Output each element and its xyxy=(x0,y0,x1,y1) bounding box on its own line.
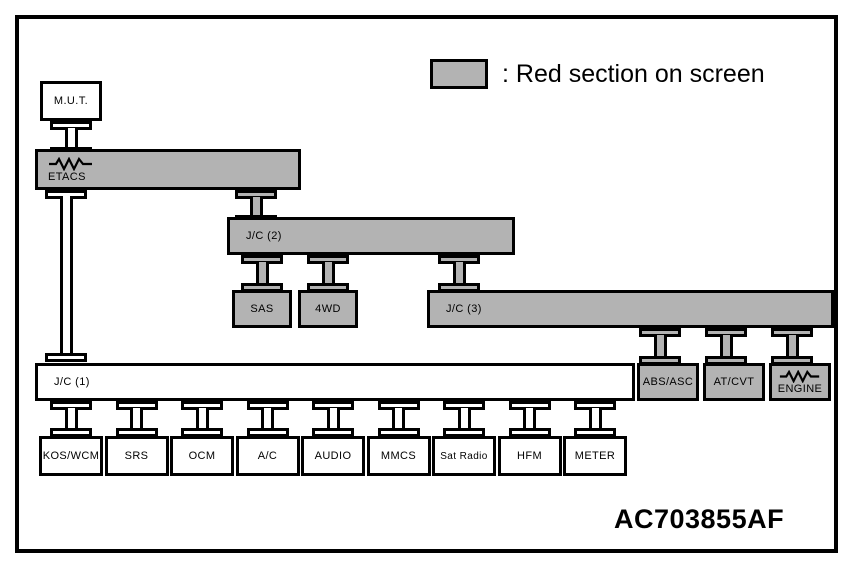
module-label: MMCS xyxy=(380,450,417,462)
module-label: A/C xyxy=(257,450,278,462)
node-etacs-label: ETACS xyxy=(48,170,86,183)
node-module-meter[interactable]: METER xyxy=(563,436,627,476)
connector-jc1-module xyxy=(181,401,223,437)
connector-jc1-module xyxy=(574,401,616,437)
vertical-bus-etacs-jc1 xyxy=(59,196,73,359)
connector-jc1-module xyxy=(115,401,158,437)
node-jc1[interactable]: J/C (1) xyxy=(35,363,635,401)
connector-etacs-vbus-bottom xyxy=(45,353,87,371)
connector-jc2-sas xyxy=(241,255,283,293)
node-jc3[interactable]: J/C (3) xyxy=(427,290,834,328)
module-label: SRS xyxy=(124,450,149,462)
node-module-srs[interactable]: SRS xyxy=(104,436,169,476)
diagram-frame: : Red section on screen M.U.T. ETACS xyxy=(15,15,838,553)
connector-jc1-module xyxy=(50,401,92,437)
node-engine[interactable]: ENGINE xyxy=(769,363,831,401)
connector-jc2-4wd xyxy=(307,255,349,293)
node-engine-label: ENGINE xyxy=(777,382,823,395)
legend-label: : Red section on screen xyxy=(502,59,765,88)
connector-jc1-module xyxy=(246,401,289,437)
connector-jc3-atcvt xyxy=(705,328,747,366)
node-sas[interactable]: SAS xyxy=(232,290,292,328)
node-jc2[interactable]: J/C (2) xyxy=(227,217,515,255)
connector-jc1-module xyxy=(508,401,551,437)
module-label: AUDIO xyxy=(314,450,352,462)
connector-jc1-module xyxy=(377,401,420,437)
node-abs-asc[interactable]: ABS/ASC xyxy=(637,363,699,401)
resistor-icon xyxy=(48,156,94,171)
node-module-sat-radio[interactable]: Sat Radio xyxy=(432,436,496,476)
node-module-mmcs[interactable]: MMCS xyxy=(366,436,431,476)
module-label: METER xyxy=(574,450,616,462)
resistor-icon xyxy=(779,368,821,384)
node-at-cvt[interactable]: AT/CVT xyxy=(703,363,765,401)
module-label: OCM xyxy=(188,450,216,462)
connector-jc3-engine xyxy=(771,328,813,366)
node-module-kos-wcm[interactable]: KOS/WCM xyxy=(39,436,103,476)
connector-jc1-module xyxy=(312,401,354,437)
legend-swatch xyxy=(430,59,488,89)
module-label: KOS/WCM xyxy=(42,450,100,462)
connector-jc1-module xyxy=(443,401,485,437)
node-module-audio[interactable]: AUDIO xyxy=(301,436,365,476)
node-module-ocm[interactable]: OCM xyxy=(170,436,234,476)
connector-jc3-abs xyxy=(639,328,681,366)
node-module-hfm[interactable]: HFM xyxy=(497,436,562,476)
node-etacs[interactable]: ETACS xyxy=(35,149,301,190)
connector-jc2-jc3 xyxy=(438,255,480,293)
part-code: AC703855AF xyxy=(614,504,785,534)
module-label: Sat Radio xyxy=(440,450,488,462)
node-module-a-c[interactable]: A/C xyxy=(235,436,300,476)
legend: : Red section on screen xyxy=(430,59,765,89)
node-mut[interactable]: M.U.T. xyxy=(40,81,102,121)
node-4wd[interactable]: 4WD xyxy=(298,290,358,328)
module-label: HFM xyxy=(516,450,543,462)
